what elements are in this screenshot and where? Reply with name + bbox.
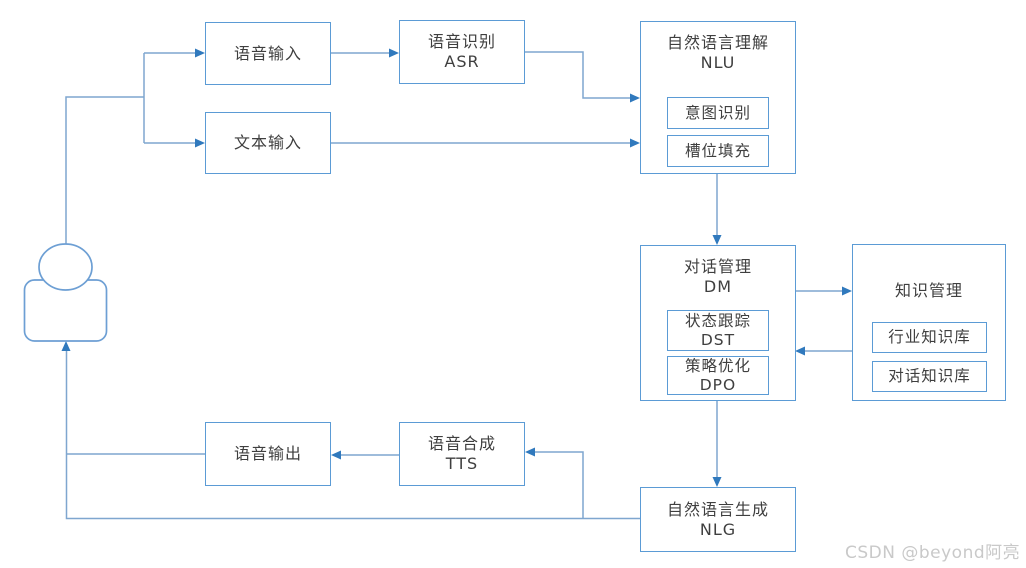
arrow-into-voice-input: [195, 48, 205, 58]
arrow-into-tts: [525, 447, 535, 457]
node-asr-label: 语音识别: [427, 32, 496, 51]
arrow-into-asr: [389, 48, 399, 58]
edge-nlg-to-user: [65, 350, 640, 520]
node-nlg: 自然语言生成 NLG: [640, 487, 796, 552]
node-dst: 状态跟踪 DST: [667, 310, 769, 351]
node-voice-output-label: 语音输出: [233, 444, 302, 463]
node-dialog-kb-label: 对话知识库: [888, 367, 971, 385]
node-text-input-label: 文本输入: [233, 133, 302, 152]
node-tts-abbr: TTS: [445, 454, 479, 473]
node-tts-label: 语音合成: [427, 434, 496, 453]
node-nlg-abbr: NLG: [699, 519, 737, 539]
node-dpo: 策略优化 DPO: [667, 356, 769, 395]
user-icon: [23, 243, 108, 342]
node-km: 知识管理 行业知识库 对话知识库: [852, 244, 1006, 401]
edge-user-to-split: [65, 96, 144, 245]
arrow-into-dm-right: [795, 346, 805, 356]
node-asr-abbr: ASR: [444, 52, 480, 71]
arrow-into-km: [842, 286, 852, 296]
node-industry-kb-label: 行业知识库: [888, 328, 971, 346]
edge-nlg-to-tts: [534, 451, 584, 518]
edge-asr-to-nlu: [525, 51, 631, 99]
user-head-shape: [38, 243, 93, 291]
arrowheads: [61, 48, 852, 487]
node-dst-abbr: DST: [700, 330, 736, 349]
node-nlu-title: 自然语言理解 NLU: [667, 33, 769, 73]
node-km-title: 知识管理: [895, 281, 963, 301]
node-nlu-abbr: NLU: [700, 53, 736, 72]
node-dm-label: 对话管理: [683, 257, 752, 276]
node-dialog-kb: 对话知识库: [872, 361, 987, 392]
node-dpo-label: 策略优化: [684, 356, 751, 375]
arrow-into-user: [61, 341, 71, 351]
arrow-into-text-input: [195, 138, 205, 148]
node-tts: 语音合成 TTS: [399, 422, 525, 486]
node-industry-kb: 行业知识库: [872, 322, 987, 353]
csdn-watermark: CSDN @beyond阿亮: [845, 543, 1021, 563]
arrow-into-nlu-bottom: [630, 138, 640, 148]
node-dpo-abbr: DPO: [699, 375, 737, 394]
node-asr: 语音识别 ASR: [399, 20, 525, 84]
arrow-into-voice-output: [331, 450, 341, 460]
node-slot-filling-label: 槽位填充: [684, 141, 751, 160]
node-nlg-label: 自然语言生成: [666, 499, 769, 519]
arrow-into-nlu-top: [630, 93, 640, 103]
node-dm: 对话管理 DM 状态跟踪 DST 策略优化 DPO: [640, 245, 796, 401]
node-km-label: 知识管理: [894, 281, 963, 300]
node-text-input: 文本输入: [205, 112, 331, 174]
node-nlu: 自然语言理解 NLU 意图识别 槽位填充: [640, 21, 796, 174]
node-voice-input: 语音输入: [205, 22, 331, 85]
node-dm-title: 对话管理 DM: [684, 257, 752, 297]
node-voice-output: 语音输出: [205, 422, 331, 486]
arrow-into-nlg: [712, 477, 722, 487]
node-slot-filling: 槽位填充: [667, 135, 769, 167]
node-intent-recognition: 意图识别: [667, 97, 769, 129]
node-dm-abbr: DM: [703, 277, 733, 296]
node-intent-recognition-label: 意图识别: [684, 103, 751, 122]
node-voice-input-label: 语音输入: [233, 43, 302, 63]
node-nlu-label: 自然语言理解: [666, 33, 769, 52]
node-dst-label: 状态跟踪: [684, 311, 751, 330]
arrow-into-dm-top: [712, 235, 722, 245]
